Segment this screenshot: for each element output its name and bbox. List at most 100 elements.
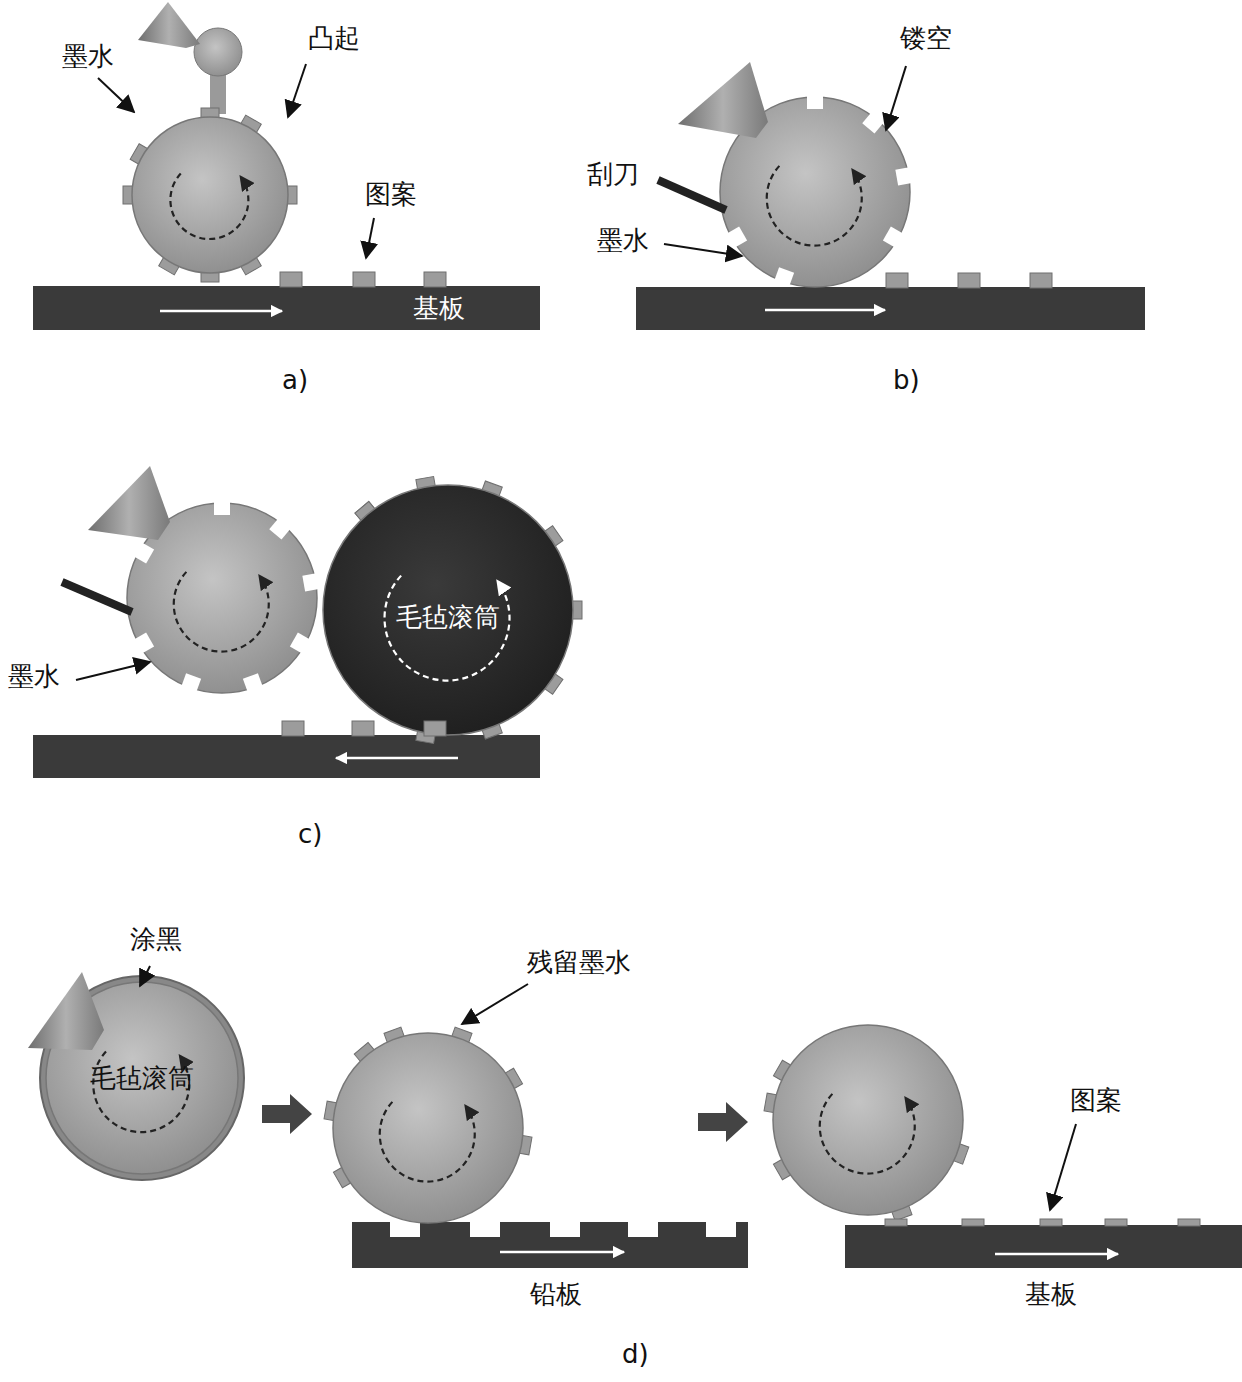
felt-roller [764,1025,969,1221]
leader-line [462,984,528,1024]
felt-roller-node: 毛毡滚筒 [323,485,573,735]
roller-body [132,117,288,273]
rotation-arrow [170,174,248,239]
recess-notch [895,167,912,185]
motion-arrow [500,1251,624,1254]
callout-label: 残留墨水 [527,948,631,977]
panel-label: d) [622,1340,649,1369]
felt-roller-node: 毛毡滚筒 [46,982,238,1174]
callout-label: 凸起 [308,24,360,53]
motion-arrow [765,309,885,312]
leader-line [140,966,150,986]
ink-dot [885,1219,907,1226]
ink-dot [958,273,980,288]
printed-pattern [885,1219,1200,1226]
callout-label: 铅板 [530,1280,582,1309]
ink-dot [1178,1219,1200,1226]
roller-body [773,1025,963,1215]
recess-notch [807,95,823,109]
node-text: 基板 [413,294,465,323]
callout-label: 刮刀 [587,160,639,189]
plate-grooves [390,1222,736,1237]
relief-roller [123,108,297,282]
recess-notch [727,227,747,248]
ink-dot [1030,273,1052,288]
step-arrow [262,1094,312,1134]
callout-label: 墨水 [8,662,60,691]
rotation-arrow [767,166,862,246]
substrate [33,735,540,778]
leader-line [288,64,306,117]
plate-groove [706,1222,736,1237]
plate-groove [628,1222,658,1237]
ink-dot [282,721,304,736]
node-text: 毛毡滚筒 [396,603,500,632]
rotation-arrow [174,572,269,652]
ink-nozzle [88,466,170,540]
leader-line [366,218,374,258]
ink-nozzle [678,62,768,138]
roller-body [323,485,573,735]
ink-dot [280,272,302,287]
leader-line [664,244,742,256]
panel-label: a) [282,366,308,395]
callout-label: 墨水 [62,42,114,71]
doctor-blade [62,582,132,612]
step-arrow [698,1102,748,1142]
panel-label: c) [298,820,322,849]
callout-label: 基板 [1025,1280,1077,1309]
doctor-blade [658,180,726,210]
motion-arrow [995,1253,1118,1256]
substrate [33,286,540,330]
recess-notch [214,501,230,515]
felt-roller [323,476,582,743]
recess-notch [181,673,201,692]
ink-dot [1040,1219,1062,1226]
callout-label: 涂黑 [130,925,182,954]
motion-arrow [160,310,282,313]
node-text: 毛毡滚筒 [90,1064,194,1093]
rotation-arrow [380,1102,475,1182]
leader-line [886,66,906,130]
ink-dot [352,721,374,736]
recess-notch [134,543,154,564]
ink-dot [886,273,908,288]
rotation-arrow [820,1094,915,1174]
leader-line [98,78,134,112]
callout-label: 图案 [1070,1086,1122,1115]
ink-dot [424,272,446,287]
ink-nozzle [138,2,200,48]
ink-dot [424,721,446,736]
plate-groove [550,1222,580,1237]
recess-notch [269,519,290,540]
substrate [636,287,1145,330]
roller-body [333,1033,523,1223]
rotation-arrow [385,576,510,681]
recess-notch [302,573,319,591]
callout-label: 墨水 [597,226,649,255]
plate-groove [470,1222,500,1237]
motion-arrow [336,757,458,760]
printed-pattern [280,272,1052,736]
recess-notch [290,633,310,654]
ink-ball [194,28,242,76]
substrate [845,1225,1242,1268]
plate-groove [390,1222,420,1237]
ink-dot [962,1219,984,1226]
felt-roller [324,1027,532,1223]
recess-notch [134,633,154,654]
recess-notch [862,113,883,134]
lead-plate [352,1222,748,1268]
recess-notch [774,267,794,286]
recess-notch [883,227,903,248]
callout-label: 图案 [365,180,417,209]
callout-label: 镂空 [900,24,952,53]
ink-dot [1105,1219,1127,1226]
substrate-node: 基板 [33,286,540,330]
leader-line [1050,1124,1076,1210]
ink-dot [353,272,375,287]
recess-notch [243,673,263,692]
leader-line [76,662,150,680]
ink-nozzle [28,972,104,1050]
